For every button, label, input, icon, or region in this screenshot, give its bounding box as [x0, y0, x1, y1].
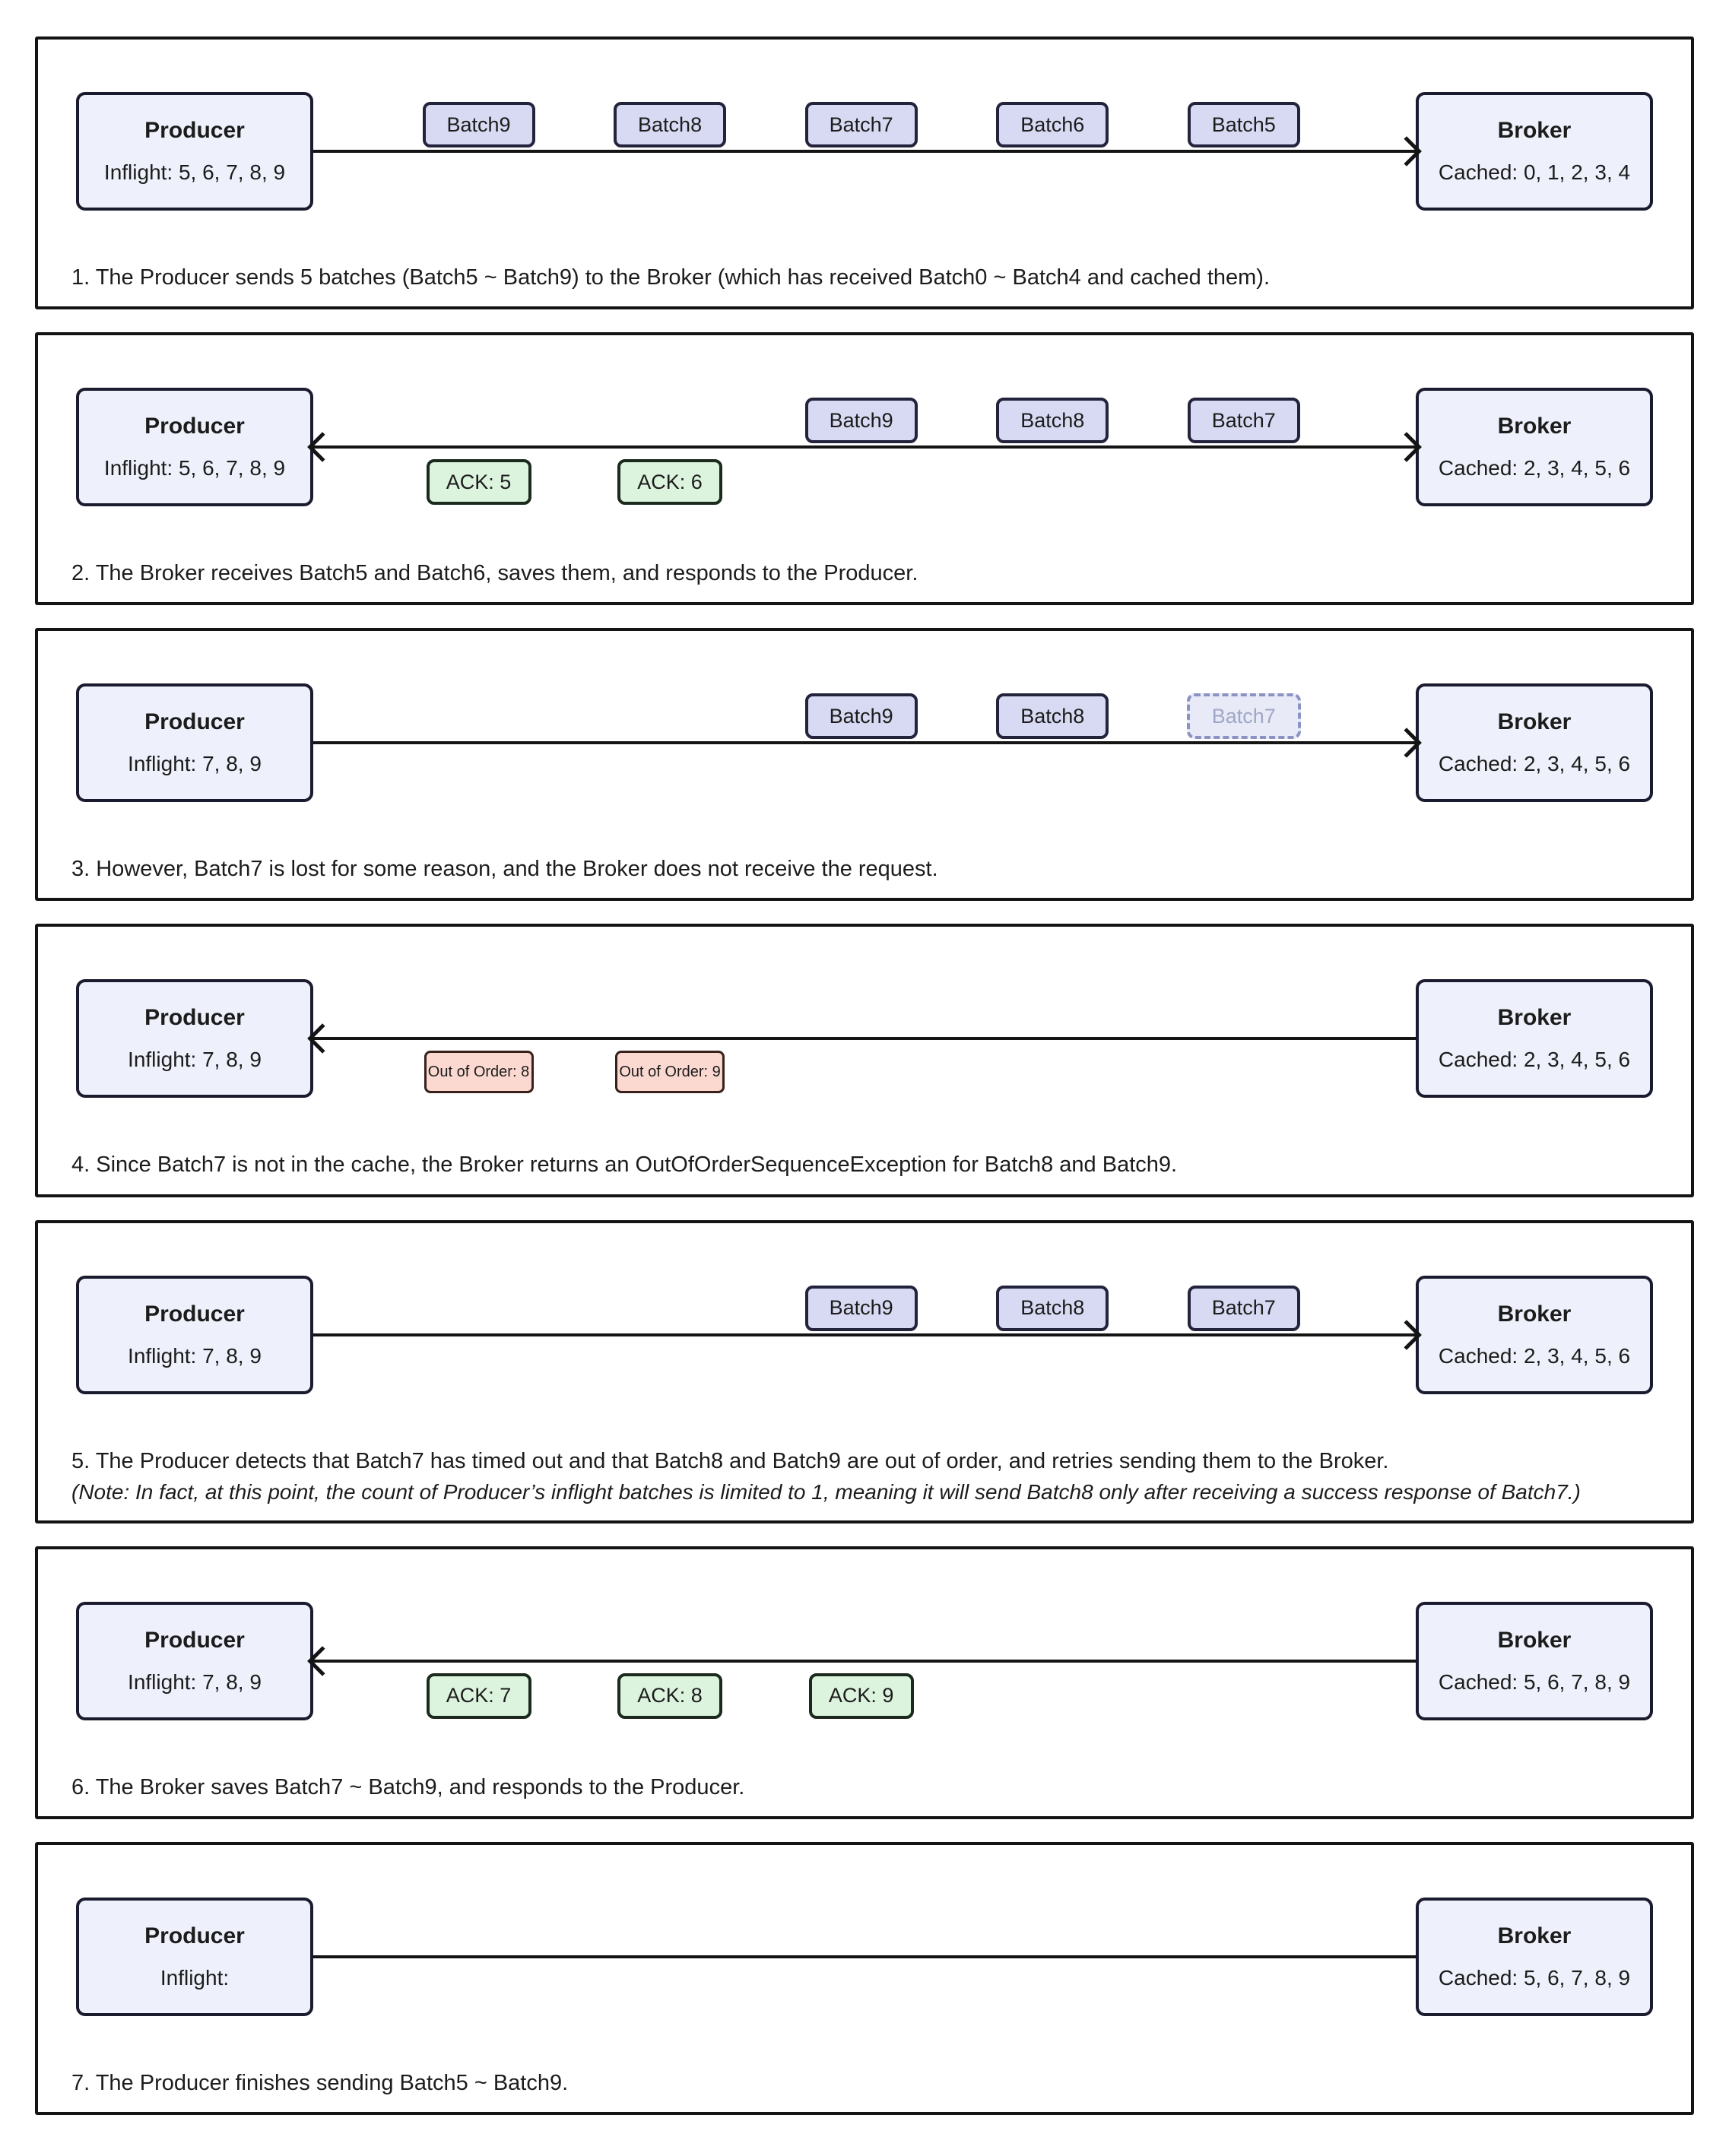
diagram-row: Producer Inflight: 7, 8, 9 Out of Order:…	[38, 927, 1691, 1150]
step-caption: 2. The Broker receives Batch5 and Batch6…	[71, 561, 918, 586]
producer-inflight-status: Inflight: 5, 6, 7, 8, 9	[103, 160, 286, 184]
ack-box: ACK: 9	[808, 1672, 914, 1719]
broker-title: Broker	[1497, 1923, 1572, 1948]
batch-box: Batch9	[804, 693, 918, 740]
ack-box: ACK: 7	[426, 1672, 531, 1719]
broker-title: Broker	[1497, 1301, 1572, 1327]
message-line	[313, 150, 1416, 153]
producer-title: Producer	[144, 1005, 245, 1031]
batch-box: Batch8	[614, 102, 727, 147]
step-caption: 7. The Producer finishes sending Batch5 …	[71, 2070, 569, 2095]
broker-node: Broker Cached: 5, 6, 7, 8, 9	[1416, 1601, 1653, 1720]
broker-node: Broker Cached: 2, 3, 4, 5, 6	[1416, 683, 1653, 803]
ack-box: ACK: 5	[426, 459, 531, 506]
producer-node: Producer Inflight: 5, 6, 7, 8, 9	[76, 388, 313, 507]
broker-node: Broker Cached: 5, 6, 7, 8, 9	[1416, 1897, 1653, 2016]
broker-node: Broker Cached: 2, 3, 4, 5, 6	[1416, 979, 1653, 1099]
broker-cached-status: Cached: 2, 3, 4, 5, 6	[1438, 456, 1631, 480]
step-caption: 6. The Broker saves Batch7 ~ Batch9, and…	[71, 1774, 745, 1799]
message-line	[313, 1955, 1416, 1958]
batch-box: Batch5	[1187, 102, 1300, 147]
message-flow: Batch9 Batch8 Batch7	[313, 631, 1422, 854]
message-line	[313, 1333, 1416, 1336]
batch-box: Batch9	[804, 398, 918, 444]
message-flow: ACK: 7 ACK: 8 ACK: 9	[307, 1549, 1416, 1773]
step-note: (Note: In fact, at this point, the count…	[71, 1479, 1581, 1504]
step-4-panel: Producer Inflight: 7, 8, 9 Out of Order:…	[35, 924, 1694, 1197]
producer-title: Producer	[144, 1301, 245, 1327]
lost-batch-box: Batch7	[1186, 693, 1301, 740]
message-flow: Out of Order: 8 Out of Order: 9	[307, 927, 1416, 1150]
producer-title: Producer	[144, 118, 245, 143]
out-of-order-box: Out of Order: 8	[424, 1051, 534, 1094]
diagram-row: Producer Inflight: Broker Cached: 5, 6, …	[38, 1845, 1691, 2069]
producer-node: Producer Inflight: 7, 8, 9	[76, 1275, 313, 1394]
producer-inflight-status: Inflight: 7, 8, 9	[128, 752, 262, 776]
producer-node: Producer Inflight: 7, 8, 9	[76, 979, 313, 1099]
step-caption: 4. Since Batch7 is not in the cache, the…	[71, 1153, 1178, 1178]
producer-node: Producer Inflight:	[76, 1897, 313, 2016]
batch-box: Batch7	[1187, 398, 1300, 444]
broker-title: Broker	[1497, 709, 1572, 735]
message-flow: Batch9 Batch8 Batch7 Batch6 Batch5	[313, 40, 1422, 263]
message-line	[313, 1659, 1416, 1663]
step-caption: 1. The Producer sends 5 batches (Batch5 …	[71, 265, 1271, 290]
broker-cached-status: Cached: 5, 6, 7, 8, 9	[1438, 1965, 1631, 1990]
producer-title: Producer	[144, 414, 245, 439]
step-caption: 3. However, Batch7 is lost for some reas…	[71, 857, 938, 882]
producer-node: Producer Inflight: 7, 8, 9	[76, 683, 313, 803]
broker-title: Broker	[1497, 118, 1572, 143]
broker-cached-status: Cached: 2, 3, 4, 5, 6	[1438, 1343, 1631, 1368]
producer-title: Producer	[144, 1627, 245, 1653]
batch-box: Batch8	[996, 693, 1109, 740]
broker-node: Broker Cached: 2, 3, 4, 5, 6	[1416, 388, 1653, 507]
producer-inflight-status: Inflight: 5, 6, 7, 8, 9	[103, 456, 286, 480]
ack-box: ACK: 8	[617, 1672, 723, 1719]
broker-title: Broker	[1497, 414, 1572, 439]
producer-title: Producer	[144, 709, 245, 735]
step-7-panel: Producer Inflight: Broker Cached: 5, 6, …	[35, 1841, 1694, 2115]
step-caption: 5. The Producer detects that Batch7 has …	[71, 1448, 1389, 1473]
producer-node: Producer Inflight: 7, 8, 9	[76, 1601, 313, 1720]
message-line	[313, 741, 1416, 745]
broker-cached-status: Cached: 2, 3, 4, 5, 6	[1438, 752, 1631, 776]
message-line	[313, 1037, 1416, 1041]
message-flow: Batch9 Batch8 Batch7	[313, 1223, 1422, 1447]
broker-cached-status: Cached: 0, 1, 2, 3, 4	[1438, 160, 1631, 184]
broker-cached-status: Cached: 2, 3, 4, 5, 6	[1438, 1048, 1631, 1072]
producer-inflight-status: Inflight: 7, 8, 9	[128, 1343, 262, 1368]
batch-box: Batch8	[996, 398, 1109, 444]
broker-node: Broker Cached: 2, 3, 4, 5, 6	[1416, 1275, 1653, 1394]
producer-node: Producer Inflight: 5, 6, 7, 8, 9	[76, 92, 313, 211]
batch-box: Batch9	[804, 1285, 918, 1331]
broker-cached-status: Cached: 5, 6, 7, 8, 9	[1438, 1669, 1631, 1694]
producer-inflight-status: Inflight: 7, 8, 9	[128, 1048, 262, 1072]
producer-inflight-status: Inflight: 7, 8, 9	[128, 1669, 262, 1694]
batch-box: Batch7	[804, 102, 918, 147]
producer-title: Producer	[144, 1923, 245, 1948]
batch-box: Batch9	[422, 102, 535, 147]
broker-title: Broker	[1497, 1627, 1572, 1653]
message-line	[313, 445, 1416, 449]
broker-node: Broker Cached: 0, 1, 2, 3, 4	[1416, 92, 1653, 211]
batch-box: Batch7	[1187, 1285, 1300, 1331]
ack-box: ACK: 6	[617, 459, 723, 506]
batch-box: Batch8	[996, 1285, 1109, 1331]
producer-inflight-status: Inflight:	[160, 1965, 230, 1990]
message-flow	[313, 1845, 1416, 2069]
batch-box: Batch6	[996, 102, 1109, 147]
broker-title: Broker	[1497, 1005, 1572, 1031]
out-of-order-box: Out of Order: 9	[615, 1051, 725, 1094]
